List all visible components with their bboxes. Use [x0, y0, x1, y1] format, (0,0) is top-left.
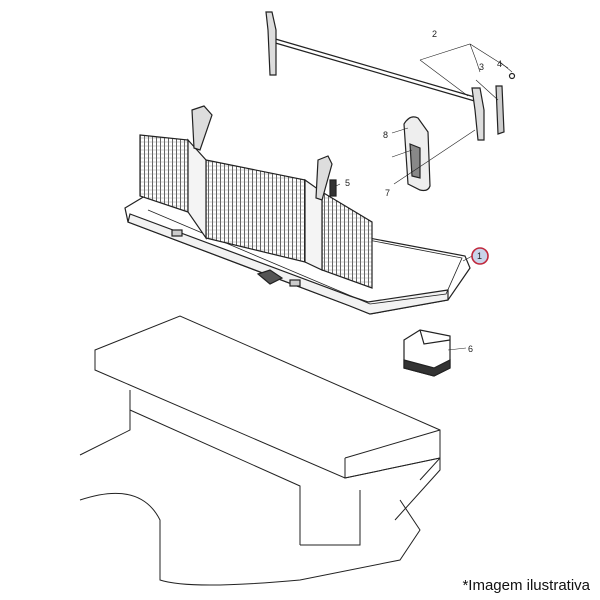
callout-1-highlight[interactable]: 1	[471, 247, 489, 265]
callout-8: 8	[383, 130, 388, 140]
bolt	[329, 179, 337, 197]
callout-2: 2	[432, 29, 437, 39]
callout-3: 3	[479, 62, 484, 72]
trunk-outline	[79, 315, 441, 586]
illustrative-image-note: *Imagem ilustrativa	[462, 577, 590, 594]
callout-7: 7	[385, 188, 390, 198]
leader-lines	[335, 43, 513, 351]
callout-1: 1	[477, 251, 482, 261]
callout-6: 6	[468, 344, 473, 354]
rod-assembly	[265, 11, 516, 141]
box-part	[403, 329, 451, 377]
clip-part	[403, 116, 431, 192]
callout-4: 4	[497, 59, 502, 69]
cargo-net	[139, 105, 373, 289]
callout-5: 5	[345, 178, 350, 188]
